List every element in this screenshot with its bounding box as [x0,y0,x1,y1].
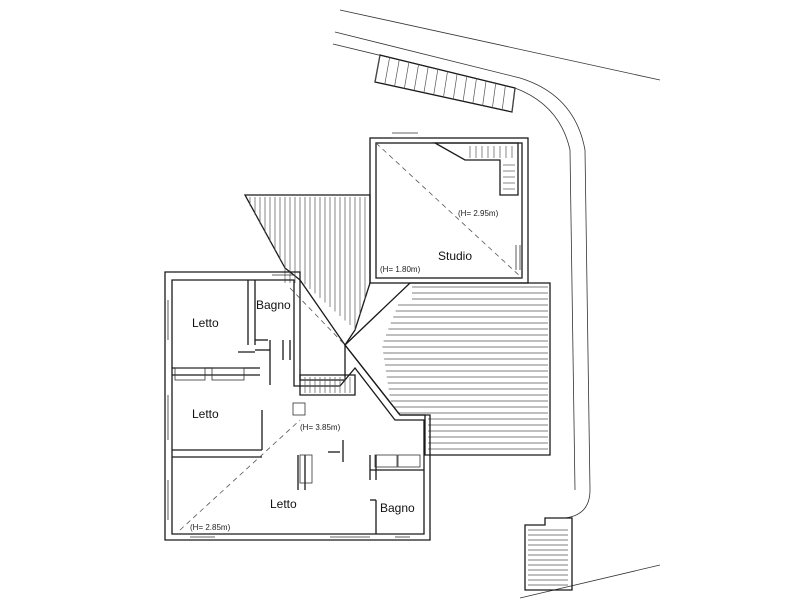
letto-top-label: Letto [192,316,219,330]
road-boundary [332,9,661,599]
bagno-top-label: Bagno [256,298,291,312]
main-height-high: (H= 3.85m) [300,423,341,432]
top-staircase [374,54,516,113]
slope-line-1 [289,287,346,346]
roof-hatch-area [243,194,371,347]
main-house-walls [164,271,431,541]
letto-bottom-label: Letto [270,497,297,511]
bagno-bottom-label: Bagno [380,501,415,515]
terrace [344,282,551,456]
studio-height-high: (H= 2.95m) [458,209,499,218]
studio-height-low: (H= 1.80m) [380,265,421,274]
main-height-low: (H= 2.85m) [190,523,231,532]
studio-room: Studio (H= 2.95m) (H= 1.80m) [369,132,529,284]
slope-line-2 [179,419,301,531]
studio-label: Studio [438,249,472,263]
letto-mid-label: Letto [192,407,219,421]
bottom-staircase [524,517,573,591]
